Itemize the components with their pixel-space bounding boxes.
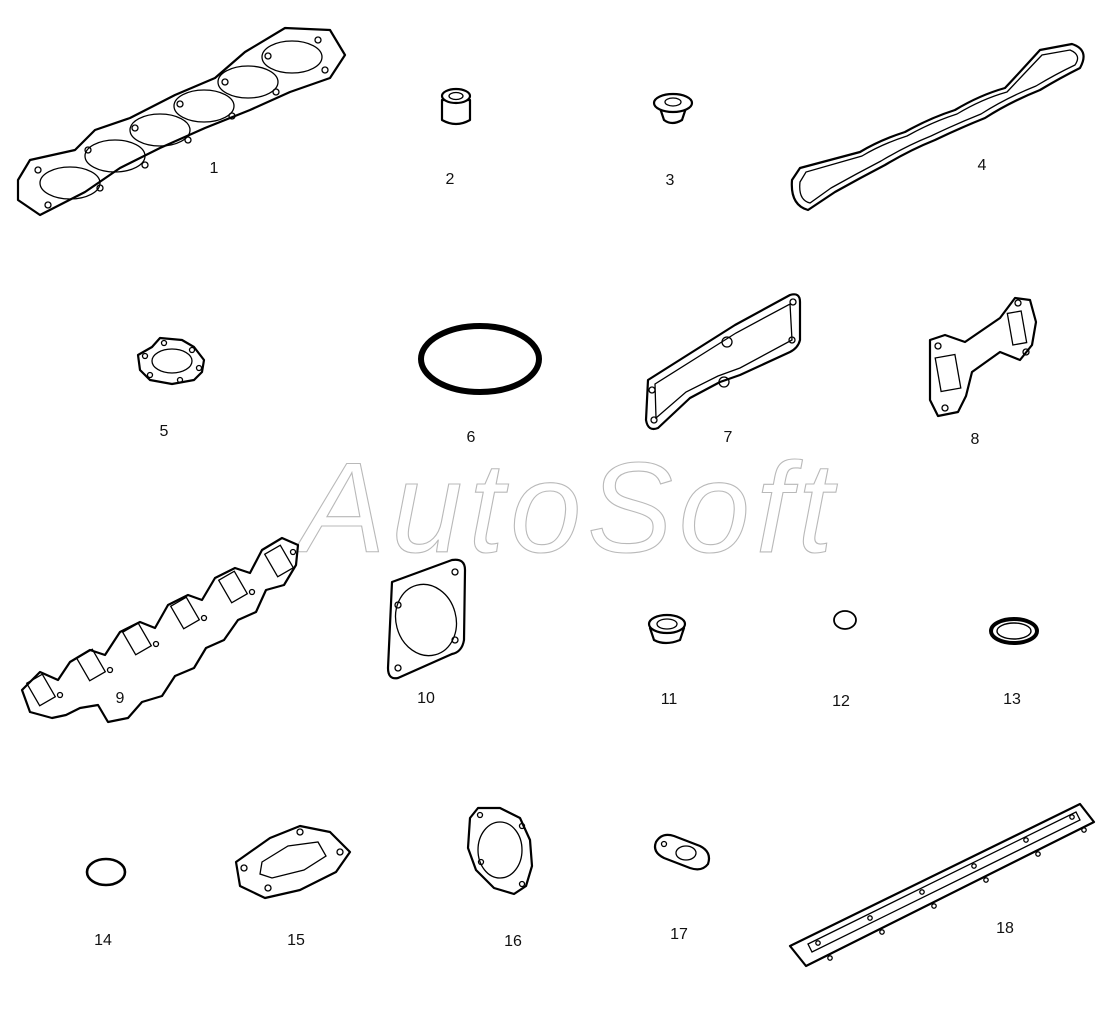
part-18-oil-pan-gasket[interactable]: [788, 802, 1096, 968]
part-label: 14: [94, 932, 112, 949]
part-11-plug[interactable]: [647, 613, 687, 645]
part-label: 7: [724, 429, 733, 446]
part-5-flange-gasket[interactable]: [136, 336, 206, 386]
part-9-exhaust-manifold-gasket[interactable]: [20, 536, 300, 724]
part-7-cover-gasket[interactable]: [644, 293, 802, 431]
part-13-sealing-ring[interactable]: [989, 617, 1039, 645]
part-label: 2: [446, 171, 455, 188]
part-14-o-ring[interactable]: [85, 857, 127, 887]
part-label: 1: [210, 160, 219, 177]
part-17-small-flange-gasket[interactable]: [653, 833, 711, 871]
part-10-square-flange-gasket[interactable]: [386, 558, 467, 680]
part-15-rectangular-gasket[interactable]: [234, 824, 352, 900]
part-label: 12: [832, 693, 850, 710]
part-8-manifold-gasket[interactable]: [928, 296, 1038, 418]
part-label: 3: [666, 172, 675, 189]
part-label: 9: [116, 690, 125, 707]
part-label: 8: [971, 431, 980, 448]
part-label: 4: [978, 157, 987, 174]
part-label: 5: [160, 423, 169, 440]
part-label: 18: [996, 920, 1014, 937]
part-4-valve-cover-gasket[interactable]: [790, 42, 1085, 212]
part-1-cylinder-head-gasket[interactable]: [16, 26, 347, 217]
watermark: AutoSoft: [293, 437, 839, 580]
part-6-large-o-ring[interactable]: [418, 323, 542, 395]
part-label: 10: [417, 690, 435, 707]
part-label: 13: [1003, 691, 1021, 708]
part-3-grommet[interactable]: [652, 92, 694, 125]
part-2-valve-stem-seal[interactable]: [440, 87, 472, 126]
part-16-round-flange-gasket[interactable]: [466, 806, 534, 896]
part-label: 16: [504, 933, 522, 950]
part-label: 6: [467, 429, 476, 446]
part-label: 11: [661, 691, 678, 708]
part-12-small-o-ring[interactable]: [833, 610, 857, 630]
part-label: 17: [670, 926, 688, 943]
part-label: 15: [287, 932, 305, 949]
